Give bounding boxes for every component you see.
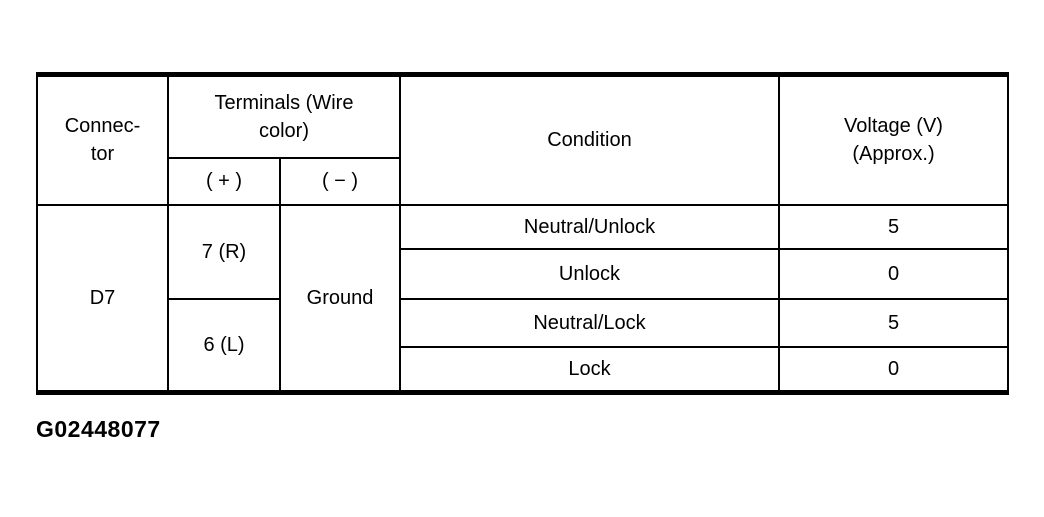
cell-connector-value: D7 xyxy=(36,203,169,394)
table-row: D7 7 (R) Ground Neutral/Unlock 5 xyxy=(36,203,1009,394)
header-connector-line2: tor xyxy=(90,143,115,166)
header-voltage-line1: Voltage (V) xyxy=(844,115,943,138)
header-terminal-minus: ( − ) xyxy=(279,156,401,206)
table-row: 6 (L) Neutral/Lock 5 xyxy=(37,297,1009,394)
header-voltage-line2: (Approx.) xyxy=(852,143,935,166)
header-row-1: Connec- tor Terminals (Wire color) Condi… xyxy=(36,73,1009,206)
header-condition: Condition xyxy=(399,73,780,206)
cell-condition: Lock xyxy=(399,345,780,394)
cell-voltage: 0 xyxy=(778,345,1009,394)
cell-terminal-minus-value: Ground xyxy=(279,203,401,394)
cell-voltage: 5 xyxy=(778,203,1009,250)
cell-voltage: 5 xyxy=(778,297,1009,348)
table-row: Lock 0 xyxy=(37,345,1009,394)
cell-condition: Unlock xyxy=(399,247,780,300)
cell-terminal-plus-group1: 7 (R) xyxy=(167,203,281,300)
voltage-spec-table: Connec- tor Terminals (Wire color) Condi… xyxy=(36,72,1009,395)
header-connector-line1: Connec- xyxy=(64,115,141,138)
header-voltage: Voltage (V) (Approx.) xyxy=(778,73,1009,206)
header-connector: Connec- tor xyxy=(36,73,169,206)
cell-voltage: 0 xyxy=(778,247,1009,300)
cell-condition: Neutral/Lock xyxy=(399,297,780,348)
cell-condition: Neutral/Unlock xyxy=(399,203,780,250)
table-row: Unlock 0 xyxy=(37,247,1009,300)
header-terminals-line2: color) xyxy=(258,119,309,142)
header-terminal-plus: ( + ) xyxy=(167,156,281,206)
voltage-spec-table-wrap: Connec- tor Terminals (Wire color) Condi… xyxy=(36,72,1009,395)
header-terminals-line1: Terminals (Wire xyxy=(214,91,354,114)
header-terminals: Terminals (Wire color) xyxy=(167,73,401,159)
figure-label: G02448077 xyxy=(36,416,161,442)
cell-terminal-plus-group2: 6 (L) xyxy=(167,297,281,394)
header-row-2: ( + ) ( − ) xyxy=(37,156,1008,206)
